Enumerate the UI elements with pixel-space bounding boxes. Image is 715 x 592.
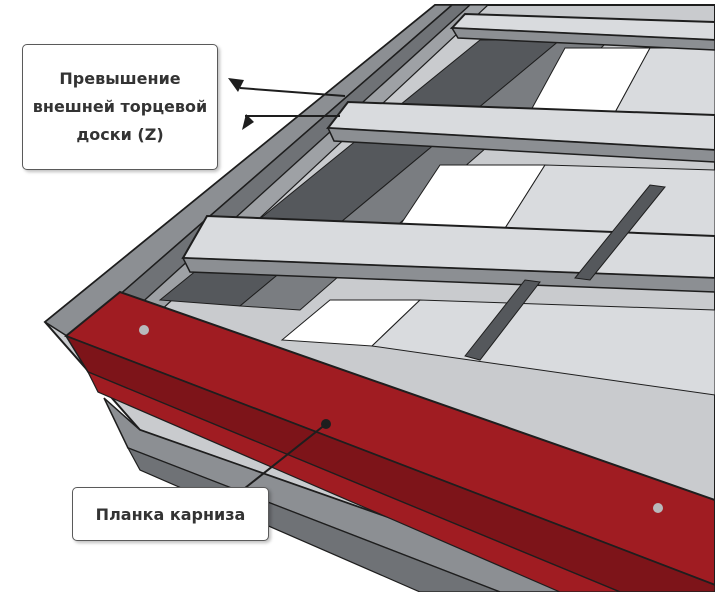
overhang-callout-line-1: Превышение [59, 69, 181, 88]
leader-eaves [239, 423, 327, 493]
gap-light-3 [370, 299, 715, 396]
rafter-line-2 [574, 184, 666, 281]
batten-2-side [326, 127, 715, 163]
batten-3-side [181, 257, 715, 293]
eaves-strip-callout-label: Планка карниза [95, 504, 246, 524]
rafter-line-1 [464, 279, 541, 361]
nail-dot-right [653, 503, 663, 513]
leader-overhang-1 [239, 87, 346, 97]
arrowhead-overhang-1 [228, 78, 244, 92]
fascia-lower-2 [126, 446, 501, 592]
overhang-callout-line-3: доски (Z) [76, 125, 164, 144]
eaves-strip-callout: Планка карниза [72, 487, 269, 541]
overhang-callout-line-2: внешней торцевой [32, 97, 208, 116]
nail-dot-left [139, 325, 149, 335]
arrowhead-overhang-2 [242, 114, 254, 130]
overhang-callout: Превышение внешней торцевой доски (Z) [22, 44, 218, 170]
fascia-lower [103, 397, 601, 592]
eaves-strip-fold [64, 334, 715, 592]
batten-1-side [450, 27, 715, 51]
eaves-strip-edge [86, 370, 621, 592]
